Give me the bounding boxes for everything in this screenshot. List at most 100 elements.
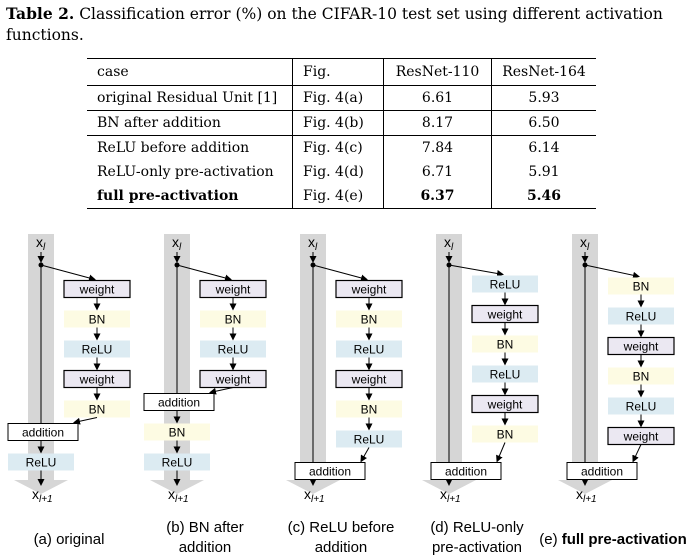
relu-label: ReLU (162, 456, 193, 470)
weight-label: weight (351, 283, 387, 297)
cell-resnet164: 5.93 (528, 90, 560, 106)
addition-label: addition (309, 465, 351, 479)
cell-resnet110: 6.71 (383, 160, 492, 184)
header-resnet110: ResNet-110 (383, 58, 492, 86)
relu-layer (608, 307, 674, 325)
relu-label: ReLU (490, 368, 521, 382)
subcaption-e-line1: (e) (539, 531, 562, 548)
output-arrowhead-band (150, 480, 204, 494)
subcaption-c-line1: (c) ReLU before (287, 519, 395, 536)
bn-layer (336, 400, 402, 418)
header-case: case (87, 58, 293, 86)
cell-fig: Fig. 4(e) (292, 184, 384, 209)
relu-label: ReLU (218, 343, 249, 357)
weight-label: weight (215, 283, 251, 297)
subcaption-e-line2: full pre-activation (561, 531, 687, 548)
weight-label: weight (487, 398, 523, 412)
addition-node (294, 462, 366, 480)
input-label: xl (36, 234, 46, 253)
header-resnet164: ResNet-164 (491, 58, 596, 86)
weight-label: weight (623, 430, 659, 444)
cell-fig: Fig. 4(b) (292, 110, 384, 136)
subcaption-b-line1: (b) BN after (166, 519, 244, 536)
cell-fig: Fig. 4(a) (292, 85, 384, 111)
bn-label: BN (225, 313, 242, 327)
subcaption-b: (b) BN after addition (150, 518, 260, 558)
cell-case: ReLU before addition (87, 135, 293, 160)
addition-node (430, 462, 502, 480)
input-label: xl (308, 234, 318, 253)
cell-fig: Fig. 4(d) (292, 160, 384, 184)
output-arrowhead-band (558, 480, 612, 494)
bn-label: BN (361, 403, 378, 417)
bn-layer (472, 335, 538, 353)
addition-label: addition (445, 465, 487, 479)
weight-label: weight (79, 373, 115, 387)
bn-layer (64, 310, 130, 328)
bn-layer (608, 277, 674, 295)
bn-label: BN (89, 403, 106, 417)
relu-layer (472, 275, 538, 293)
bn-layer (608, 367, 674, 385)
cell-case: ReLU-only pre-activation (87, 160, 293, 184)
bn-label: BN (633, 370, 650, 384)
relu-layer (64, 340, 130, 358)
residual-units-diagram: xlweightBNReLUweightBNadditionReLUxl+1xl… (7, 234, 675, 505)
bn-label: BN (361, 313, 378, 327)
relu-layer (8, 453, 74, 471)
weight-label: weight (487, 308, 523, 322)
subcaption-b-line2: addition (178, 539, 232, 556)
addition-label: addition (158, 396, 200, 410)
results-table: case Fig. ResNet-110 ResNet-164 original… (87, 58, 596, 209)
bn-label: BN (497, 338, 514, 352)
cell-resnet110: 8.17 (383, 110, 492, 136)
output-arrowhead-band (14, 480, 68, 494)
table-row: original Residual Unit [1] Fig. 4(a) 6.6… (87, 85, 596, 111)
cell-case: original Residual Unit [1] (87, 85, 293, 111)
addition-node (143, 393, 215, 411)
relu-label: ReLU (626, 400, 657, 414)
cell-resnet164: 6.50 (491, 110, 596, 136)
subcaption-d-line2: pre-activation (431, 539, 523, 556)
input-label: xl (444, 234, 454, 253)
output-arrowhead-band (286, 480, 340, 494)
cell-resnet164: 5.91 (528, 164, 560, 180)
cell-resnet164: 5.46 (491, 184, 596, 209)
addition-node (566, 462, 638, 480)
relu-layer (144, 453, 210, 471)
addition-label: addition (22, 426, 64, 440)
bn-layer (472, 425, 538, 443)
subcaption-e: (e) full pre-activation (534, 530, 692, 550)
bn-label: BN (633, 280, 650, 294)
cell-resnet110: 6.61 (383, 85, 492, 111)
table-row: ReLU before addition Fig. 4(c) 7.84 6.14 (87, 135, 596, 160)
relu-layer (336, 430, 402, 448)
input-label: xl (580, 234, 590, 253)
header-fig: Fig. (292, 58, 384, 86)
relu-layer (336, 340, 402, 358)
cell-case: BN after addition (87, 110, 293, 136)
relu-label: ReLU (490, 278, 521, 292)
relu-label: ReLU (626, 310, 657, 324)
input-label: xl (172, 234, 182, 253)
relu-label: ReLU (82, 343, 113, 357)
subcaption-d-line1: (d) ReLU-only (430, 519, 524, 536)
bn-label: BN (169, 426, 186, 440)
weight-label: weight (351, 373, 387, 387)
output-arrowhead-band (422, 480, 476, 494)
subcaption-a: (a) original (14, 530, 124, 550)
cell-resnet110: 6.37 (383, 184, 492, 209)
relu-label: ReLU (354, 433, 385, 447)
relu-label: ReLU (354, 343, 385, 357)
subcaption-d: (d) ReLU-only pre-activation (418, 518, 536, 558)
cell-resnet110: 7.84 (383, 135, 492, 160)
bn-layer (200, 310, 266, 328)
cell-case: full pre-activation (87, 184, 293, 209)
table-caption-label: Table 2. (6, 4, 75, 23)
cell-fig: Fig. 4(c) (292, 135, 384, 160)
